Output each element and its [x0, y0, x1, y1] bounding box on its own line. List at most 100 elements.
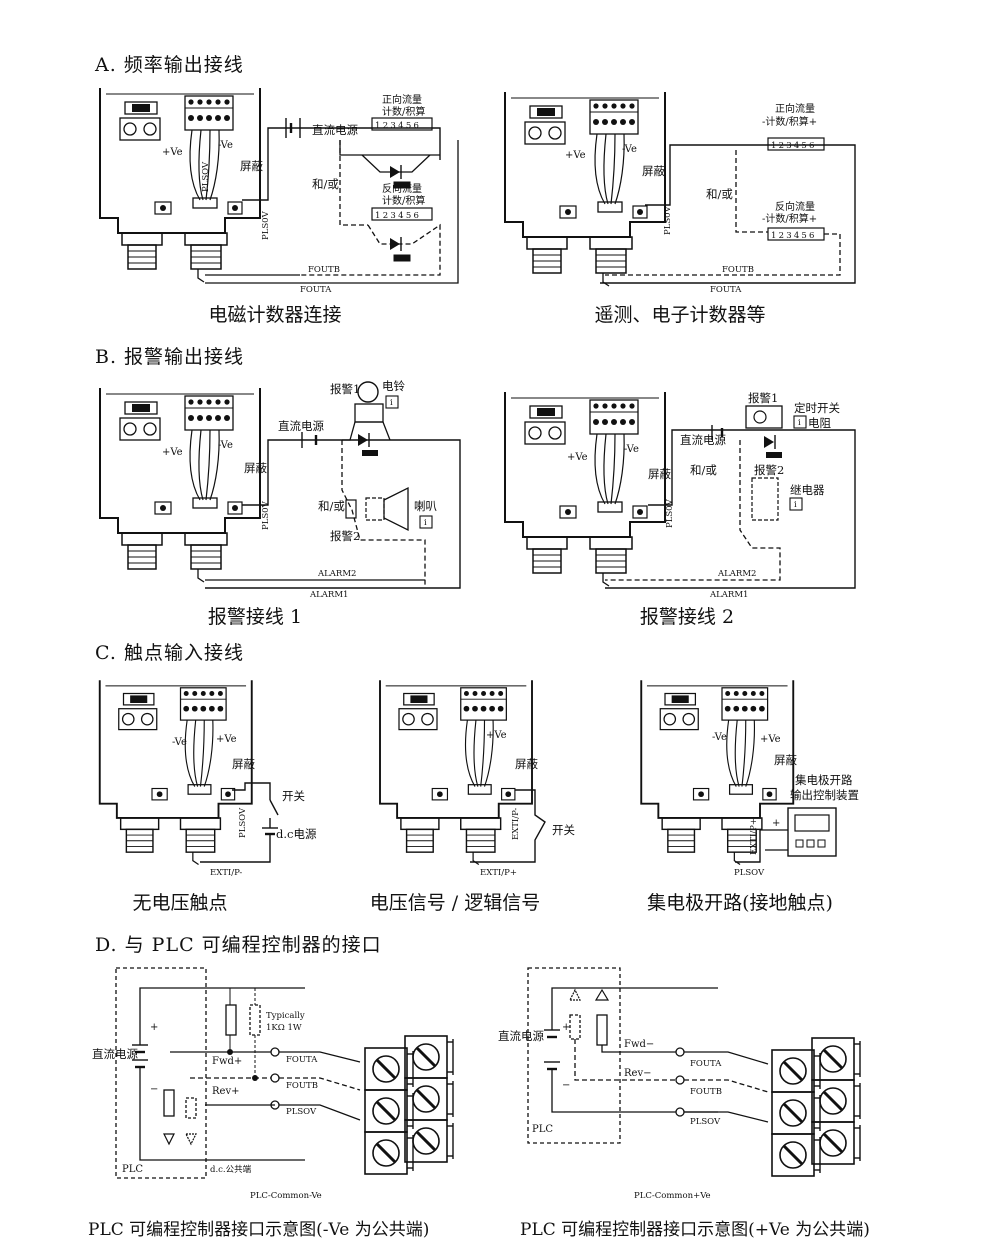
label-horn: 喇叭 — [414, 499, 437, 513]
label-nve-7: -Ve — [712, 732, 727, 743]
label-rev-pos: Rev+ — [212, 1086, 239, 1097]
label-plsov-2: PLS0V — [663, 205, 673, 235]
counter-digits-fwd-2: 123456 — [771, 141, 817, 151]
label-fwd-pos: Fwd+ — [212, 1056, 242, 1067]
label-fwd-counter-2: 正向流量 — [775, 102, 815, 115]
label-rev-neg: Rev− — [624, 1068, 651, 1079]
info-icon-2: i — [424, 518, 427, 528]
label-resistor: 电阻 — [808, 416, 831, 430]
label-alarm2-2: 报警2 — [754, 463, 784, 477]
caption-open-collector: 集电极开路(接地触点) — [647, 892, 833, 914]
label-plsov-5: PLSOV — [238, 807, 248, 838]
label-shield-3: 屏蔽 — [244, 461, 267, 475]
label-plc-common-neg: PLC-Common-Ve — [250, 1191, 322, 1201]
section-a-title: A. 频率输出接线 — [95, 54, 244, 76]
label-switch: 开关 — [282, 789, 305, 803]
diagram-plc-neg: PLC 直流电源 + − Typically 1KΩ 1W Fwd+ Rev+ … — [92, 967, 455, 1201]
label-switch-2: 开关 — [552, 823, 575, 837]
diagram-em-counter: +Ve -Ve 屏蔽 PLSOV PLS0V 直流电源 正向流量 计数/积算 1… — [99, 87, 459, 295]
label-pve-6: +Ve — [486, 730, 507, 741]
caption-no-voltage: 无电压触点 — [132, 892, 228, 914]
caption-voltage-logic: 电压信号 / 逻辑信号 — [369, 892, 541, 914]
info-icon-4: i — [794, 500, 797, 510]
label-plsov-8: PLSOV — [286, 1107, 317, 1117]
label-pve: +Ve — [162, 147, 183, 158]
label-nve: -Ve — [218, 140, 233, 151]
label-fwd-neg: Fwd− — [624, 1039, 654, 1050]
label-alarm2: 报警2 — [330, 529, 360, 543]
diagram-telemetry: +Ve -Ve 屏蔽 PLS0V 正向流量 -计数/积算+ 123456 和/或… — [504, 91, 856, 295]
label-alarm1-wire-2: ALARM1 — [709, 590, 748, 600]
label-dc-power-6: 直流电源 — [498, 1029, 544, 1043]
caption-em-counter: 电磁计数器连接 — [208, 304, 342, 326]
label-exti-pos-2: EXTI/P+ — [749, 818, 759, 855]
section-d-title: D. 与 PLC 可编程控制器的接口 — [95, 934, 382, 956]
label-dc-power-3: 直流电源 — [278, 419, 324, 433]
label-fwd-counter: 正向流量 — [382, 93, 422, 106]
label-rev-total: 计数/积算 — [382, 194, 425, 207]
section-b-title: B. 报警输出接线 — [95, 346, 245, 368]
label-and-or-4: 和/或 — [690, 463, 717, 477]
label-dc-common: d.c.公共端 — [210, 1164, 252, 1175]
label-fouta: FOUTA — [300, 285, 332, 295]
label-plc-2: PLC — [532, 1124, 553, 1135]
label-nve-2: -Ve — [622, 144, 637, 155]
label-nve-4: -Ve — [624, 444, 639, 455]
label-exti-pos: EXTI/P+ — [480, 868, 517, 878]
label-dc-source: d.c电源 — [276, 827, 317, 841]
counter-digits-rev: 123456 — [375, 211, 421, 221]
caption-telemetry: 遥测、电子计数器等 — [594, 304, 766, 326]
label-and-or-3: 和/或 — [318, 499, 345, 513]
label-pve-4: +Ve — [567, 452, 588, 463]
label-alarm1-2: 报警1 — [748, 391, 778, 405]
label-shield-7: 屏蔽 — [774, 753, 797, 767]
label-plus-3: + — [562, 1022, 570, 1033]
label-fwd-total-2: -计数/积算+ — [762, 115, 817, 128]
diagram-voltage-logic: +Ve 屏蔽 开关 EXTI/P- EXTI/P+ — [379, 679, 575, 878]
section-c-title: C. 触点输入接线 — [95, 642, 244, 664]
diagram-no-voltage: -Ve +Ve 屏蔽 开关 d.c电源 PLSOV EXTI/P- — [98, 679, 317, 878]
caption-alarm-2: 报警接线 2 — [639, 606, 735, 628]
label-plc: PLC — [122, 1164, 143, 1175]
label-shield-6: 屏蔽 — [515, 757, 538, 771]
label-alarm1: 报警1 — [330, 382, 360, 396]
info-icon-3: i — [798, 418, 801, 428]
label-foutb: FOUTB — [308, 265, 340, 275]
label-relay: 继电器 — [790, 483, 825, 497]
label-plsov-7: PLSOV — [734, 868, 765, 878]
counter-digits-fwd: 123456 — [375, 121, 421, 131]
label-foutb-4: FOUTB — [690, 1087, 722, 1097]
label-timer: 定时开关 — [794, 401, 840, 415]
label-fwd-total: 计数/积算 — [382, 105, 425, 118]
label-shield-4: 屏蔽 — [648, 467, 671, 481]
label-nve-3: -Ve — [218, 440, 233, 451]
label-pve-2: +Ve — [565, 150, 586, 161]
label-exti-neg: EXTI/P- — [210, 868, 242, 878]
label-fouta-4: FOUTA — [690, 1059, 722, 1069]
label-fouta-2: FOUTA — [710, 285, 742, 295]
info-icon: i — [390, 398, 393, 408]
label-pve-7: +Ve — [760, 734, 781, 745]
label-plus-2: + — [150, 1022, 158, 1033]
caption-plc-pos: PLC 可编程控制器接口示意图(+Ve 为公共端) — [520, 1220, 870, 1240]
caption-plc-neg: PLC 可编程控制器接口示意图(-Ve 为公共端) — [88, 1220, 430, 1240]
label-and-or-2: 和/或 — [706, 187, 733, 201]
label-plsov-3: PLS0V — [261, 500, 271, 530]
label-alarm2-wire-2: ALARM2 — [717, 569, 756, 579]
label-minus: − — [150, 1084, 158, 1095]
diagram-open-collector: -Ve +Ve 屏蔽 集电极开路 输出控制装置 + EXTI/P+ PLSOV — [640, 679, 859, 878]
label-alarm1-wire: ALARM1 — [309, 590, 348, 600]
label-oc-device-1: 集电极开路 — [795, 773, 853, 787]
label-shield-2: 屏蔽 — [642, 164, 665, 178]
label-plus: + — [772, 818, 780, 829]
label-rev-counter-2: 反向流量 — [775, 200, 815, 213]
label-minus-2: − — [562, 1080, 570, 1091]
label-exti-neg-2: EXTI/P- — [511, 808, 521, 840]
counter-digits-rev-2: 123456 — [771, 231, 817, 241]
diagram-plc-pos: PLC 直流电源 + − Fwd− Rev− FOUTA FOUTB PLSOV… — [498, 967, 862, 1201]
label-rev-total-2: -计数/积算+ — [762, 212, 817, 225]
label-and-or: 和/或 — [312, 177, 339, 191]
label-plsov: PLSOV — [201, 161, 211, 192]
label-pve-3: +Ve — [162, 447, 183, 458]
